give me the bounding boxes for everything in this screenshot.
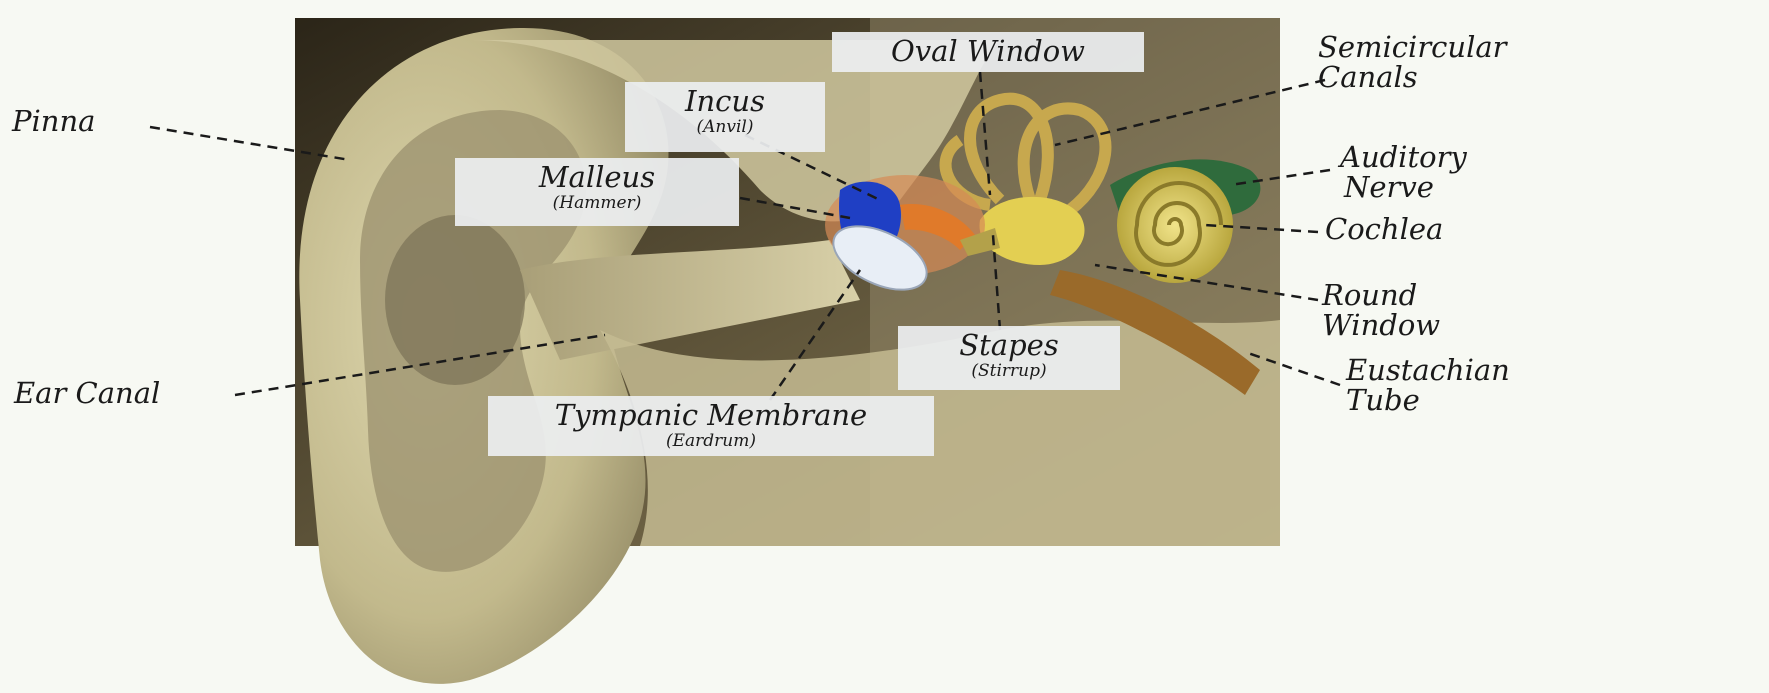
box-incus: Incus (Anvil) xyxy=(625,82,825,152)
incus-title: Incus xyxy=(635,86,815,118)
label-auditory-nerve: Auditory Nerve xyxy=(1340,142,1467,203)
label-eustachian-line2: Tube xyxy=(1346,385,1510,415)
label-round-window-line2: Window xyxy=(1322,310,1440,340)
label-round-window: Round Window xyxy=(1322,280,1440,341)
oval-window-title: Oval Window xyxy=(842,36,1134,68)
stapes-title: Stapes xyxy=(908,330,1110,362)
label-round-window-line1: Round xyxy=(1322,280,1440,310)
label-eustachian-line1: Eustachian xyxy=(1346,355,1510,385)
label-ear-canal: Ear Canal xyxy=(14,378,160,408)
label-semicircular-line1: Semicircular xyxy=(1318,32,1507,62)
box-stapes: Stapes (Stirrup) xyxy=(898,326,1120,390)
label-auditory-line1: Auditory xyxy=(1340,142,1467,172)
box-tympanic-membrane: Tympanic Membrane (Eardrum) xyxy=(488,396,934,456)
label-semicircular-line2: Canals xyxy=(1318,62,1507,92)
label-auditory-line2: Nerve xyxy=(1340,172,1467,202)
malleus-subtitle: (Hammer) xyxy=(465,194,729,213)
tympanic-title: Tympanic Membrane xyxy=(498,400,924,432)
tympanic-subtitle: (Eardrum) xyxy=(498,432,924,451)
label-eustachian-tube: Eustachian Tube xyxy=(1346,355,1510,416)
box-malleus: Malleus (Hammer) xyxy=(455,158,739,226)
label-pinna: Pinna xyxy=(12,106,95,136)
label-semicircular-canals: Semicircular Canals xyxy=(1318,32,1507,93)
malleus-title: Malleus xyxy=(465,162,729,194)
label-cochlea: Cochlea xyxy=(1325,214,1443,244)
box-oval-window: Oval Window xyxy=(832,32,1144,72)
stapes-subtitle: (Stirrup) xyxy=(908,362,1110,381)
incus-subtitle: (Anvil) xyxy=(635,118,815,137)
